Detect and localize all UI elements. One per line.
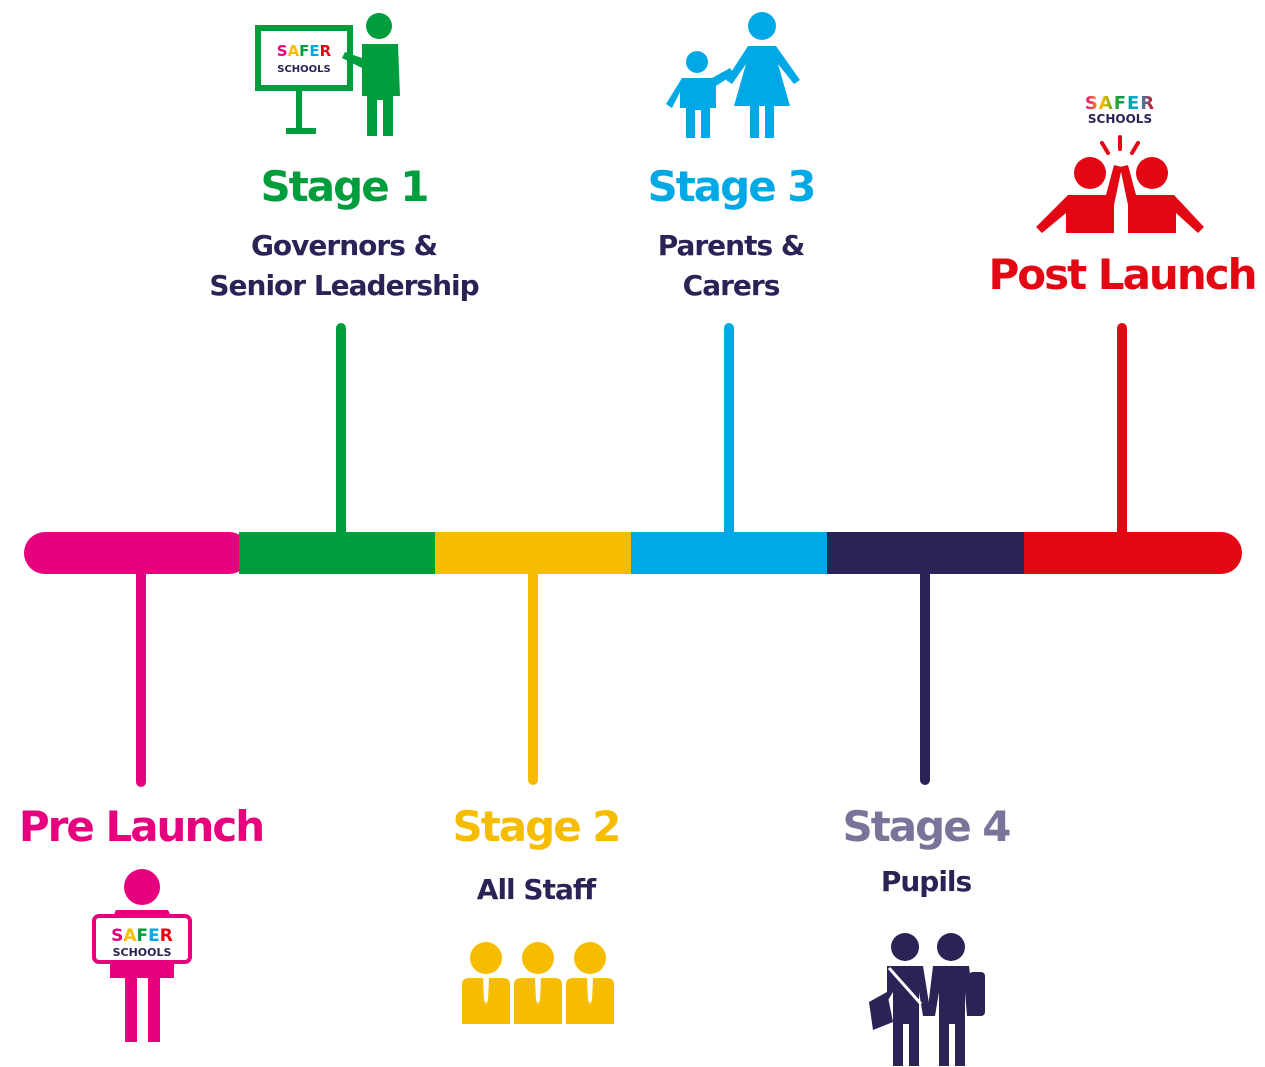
stage1-subtitle-line1: Governors &	[250, 229, 438, 262]
stage1-subtitle-line2: Senior Leadership	[209, 269, 479, 302]
post-launch-title: Post Launch	[988, 250, 1257, 299]
svg-text:SCHOOLS: SCHOOLS	[113, 946, 172, 959]
timeline-segment-post-launch	[1024, 532, 1084, 574]
person-holding-sign-icon: SAFER SCHOOLS	[92, 869, 192, 1042]
stage3-title: Stage 3	[647, 162, 816, 211]
logo-line1: SAFER	[1084, 93, 1156, 114]
stage1-title: Stage 1	[260, 162, 429, 211]
pupils-icon	[869, 933, 985, 1066]
parent-child-icon	[666, 12, 800, 138]
svg-text:SAFER: SAFER	[277, 42, 332, 60]
safer-schools-logo-post-launch: SAFER SCHOOLS	[1084, 93, 1156, 127]
svg-text:SAFER: SAFER	[111, 926, 173, 946]
stage4-title: Stage 4	[842, 802, 1011, 851]
timeline-segment-stage1	[239, 532, 436, 574]
staff-group-icon	[462, 942, 614, 1024]
high-five-icon	[1036, 135, 1204, 233]
stage4-subtitle: Pupils	[880, 865, 972, 898]
stage2-subtitle: All Staff	[476, 873, 596, 906]
timeline-segment-pre-launch	[24, 532, 250, 574]
timeline-segment-stage3	[631, 532, 828, 574]
stage3-subtitle-line1: Parents &	[657, 229, 806, 262]
presenter-whiteboard-icon: SAFER SCHOOLS	[255, 13, 400, 136]
stage3-subtitle-line2: Carers	[682, 269, 781, 302]
pre-launch-title: Pre Launch	[18, 802, 265, 851]
timeline-segment-stage2	[435, 532, 632, 574]
stage2-title: Stage 2	[452, 802, 621, 851]
logo-line2: SCHOOLS	[1087, 112, 1153, 126]
timeline-segment-stage4	[827, 532, 1025, 574]
svg-text:SCHOOLS: SCHOOLS	[277, 64, 331, 75]
